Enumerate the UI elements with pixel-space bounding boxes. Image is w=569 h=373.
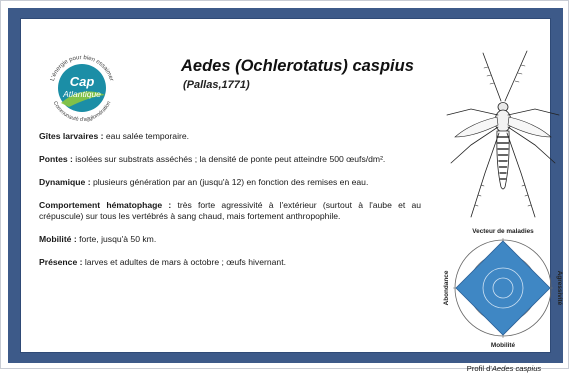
cap-atlantique-logo: L'énergie pour bien essaimer Communauté … xyxy=(39,45,125,131)
radar-label-right: Agressivité xyxy=(556,271,563,306)
logo-line2: Atlantique xyxy=(62,89,101,99)
section-mobilite: Mobilité : forte, jusqu'à 50 km. xyxy=(39,234,421,245)
section-text: très forte agressivité à l'extérieur (su… xyxy=(39,200,422,221)
card-content: L'énergie pour bien essaimer Communauté … xyxy=(20,18,563,373)
radar-profile-area xyxy=(455,240,551,336)
mosquito-illustration xyxy=(441,45,565,225)
section-text: larves et adultes de mars à octobre ; œu… xyxy=(84,257,286,267)
section-comportement: Comportement hématophage : très forte ag… xyxy=(39,200,421,222)
species-title: Aedes (Ochlerotatus) caspius xyxy=(181,57,414,75)
radar-label-top: Vecteur de maladies xyxy=(472,228,534,235)
section-label: Pontes : xyxy=(39,154,73,164)
radar-label-bottom: Mobilité xyxy=(491,342,516,349)
section-gites: Gîtes larvaires : eau salée temporaire. xyxy=(39,131,421,142)
section-dynamique: Dynamique : plusieurs génération par an … xyxy=(39,177,421,188)
section-label: Mobilité : xyxy=(39,234,77,244)
radar-label-left: Abondance xyxy=(443,270,450,305)
species-author: (Pallas,1771) xyxy=(183,79,250,91)
section-pontes: Pontes : isolées sur substrats asséchés … xyxy=(39,154,421,165)
section-label: Dynamique : xyxy=(39,177,91,187)
species-description: Gîtes larvaires : eau salée temporaire. … xyxy=(39,131,421,280)
logo-line1: Cap xyxy=(70,74,95,89)
section-text: plusieurs génération par an (jusqu'à 12)… xyxy=(92,177,369,187)
section-text: eau salée temporaire. xyxy=(105,131,190,141)
section-label: Gîtes larvaires : xyxy=(39,131,104,141)
profile-radar-chart: Vecteur de maladies Mobilité Abondance A… xyxy=(441,225,565,351)
section-presence: Présence : larves et adultes de mars à o… xyxy=(39,257,421,268)
section-label: Présence : xyxy=(39,257,83,267)
section-text: forte, jusqu'à 50 km. xyxy=(79,234,157,244)
species-card: L'énergie pour bien essaimer Communauté … xyxy=(8,8,563,373)
section-text: isolées sur substrats asséchés ; la dens… xyxy=(75,154,386,164)
section-label: Comportement hématophage : xyxy=(39,200,172,210)
